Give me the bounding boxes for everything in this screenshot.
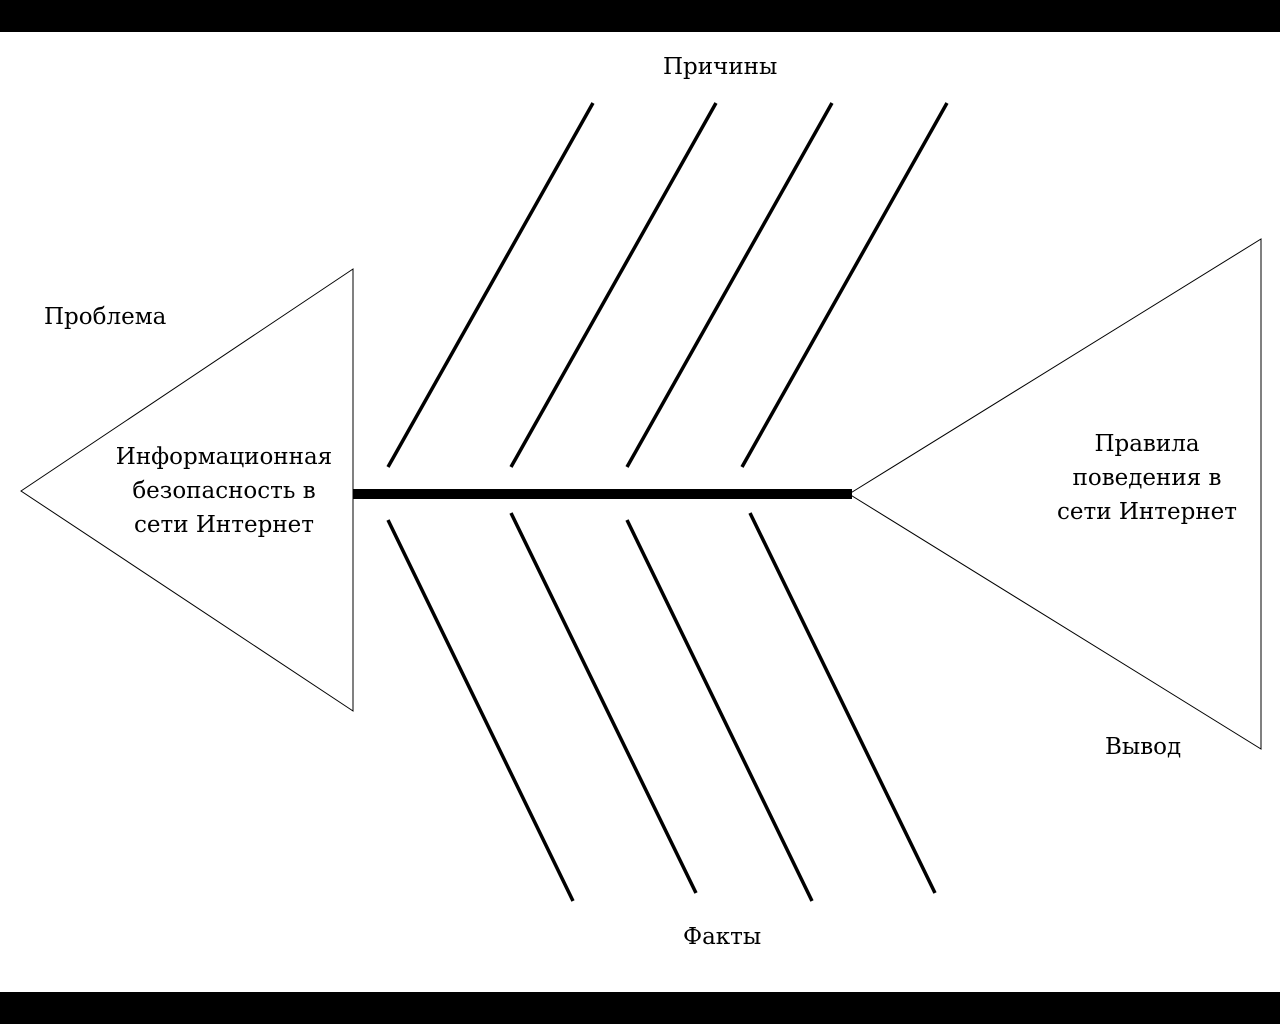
- conclusion-triangle: [848, 238, 1262, 750]
- cause-bone-3: [625, 102, 834, 468]
- conclusion-text-line: Правила: [1094, 431, 1200, 457]
- problem-text-line: сети Интернет: [134, 512, 314, 538]
- problem-text-line: Информационная: [115, 444, 333, 470]
- problem-text: Информационная безопасность в сети Интер…: [104, 440, 344, 542]
- conclusion-text-line: сети Интернет: [1057, 499, 1237, 525]
- problem-label: Проблема: [44, 304, 167, 330]
- conclusion-label: Вывод: [1105, 734, 1182, 760]
- cause-bone-1: [386, 102, 595, 468]
- letterbox-top: [0, 0, 1280, 32]
- fact-bone-4: [748, 512, 937, 894]
- fact-bone-1: [386, 519, 575, 902]
- conclusion-text: Правила поведения в сети Интернет: [1046, 427, 1248, 529]
- letterbox-bottom: [0, 992, 1280, 1024]
- facts-label: Факты: [683, 924, 762, 950]
- cause-bone-4: [740, 102, 949, 468]
- problem-text-line: безопасность в: [132, 478, 316, 504]
- cause-bone-2: [509, 102, 718, 468]
- conclusion-text-line: поведения в: [1072, 465, 1222, 491]
- fact-bone-3: [625, 519, 814, 902]
- fishbone-diagram: [20, 102, 1262, 902]
- fact-bone-2: [509, 512, 698, 894]
- causes-label: Причины: [663, 54, 778, 80]
- slide: Причины Проблема Факты Вывод Информацион…: [0, 32, 1280, 992]
